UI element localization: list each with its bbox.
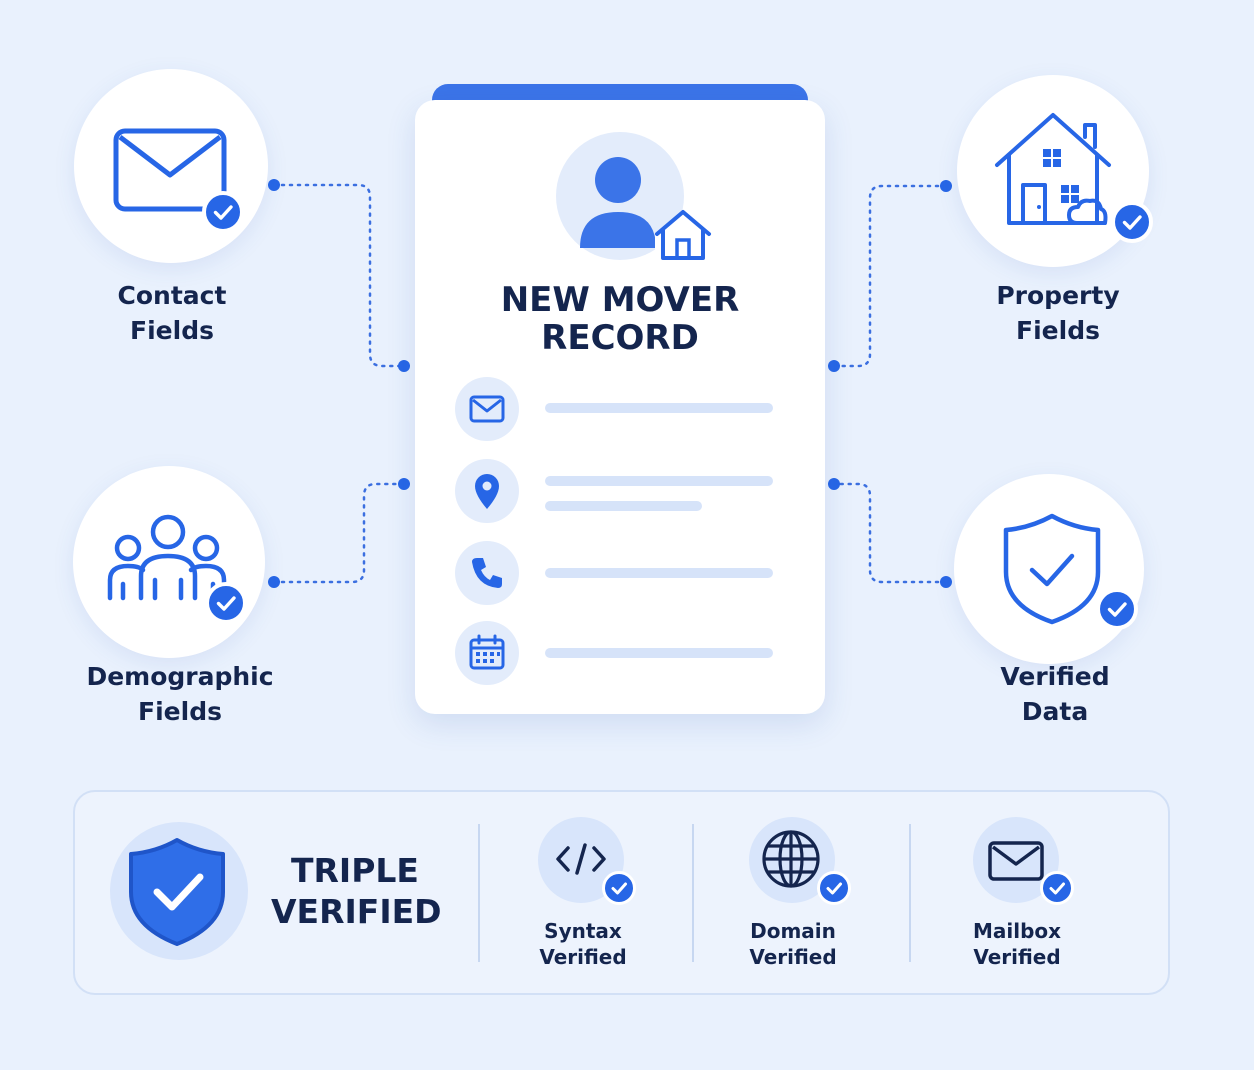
user-icon <box>580 157 656 248</box>
globe-icon <box>762 830 820 888</box>
property-node-circle <box>957 75 1153 267</box>
check-badge-icon <box>602 871 636 905</box>
envelope-icon <box>455 377 519 441</box>
check-badge-icon <box>1040 871 1074 905</box>
check-badge-icon <box>817 871 851 905</box>
verified-node-circle <box>954 474 1144 664</box>
shield-check-icon <box>129 838 225 946</box>
location-pin-icon <box>455 459 519 523</box>
house-icon <box>995 113 1111 225</box>
divider <box>692 824 694 962</box>
envelope-icon <box>988 841 1044 881</box>
house-badge-icon <box>655 210 711 260</box>
new-mover-record-card: NEW MOVER RECORD <box>415 100 825 714</box>
calendar-icon <box>455 621 519 685</box>
check-badge-icon <box>205 582 247 624</box>
phone-icon <box>455 541 519 605</box>
envelope-icon <box>113 128 227 212</box>
address-field-bar <box>545 476 773 486</box>
domain-check-circle <box>749 817 835 903</box>
phone-field-bar <box>545 568 773 578</box>
people-group-icon <box>107 514 227 601</box>
shield-badge <box>110 822 248 960</box>
contact-node-circle <box>74 69 268 263</box>
check-badge-icon <box>1111 201 1153 243</box>
check-badge-icon <box>202 191 244 233</box>
date-field-bar <box>545 648 773 658</box>
card-title-line1: NEW MOVER <box>500 280 740 320</box>
divider <box>909 824 911 962</box>
email-field-bar <box>545 403 773 413</box>
check-badge-icon <box>1096 588 1138 630</box>
code-icon <box>556 843 606 875</box>
shield-check-icon <box>1003 513 1101 625</box>
address-field-bar-secondary <box>545 501 702 511</box>
demographic-node-circle <box>73 466 265 658</box>
divider <box>478 824 480 962</box>
card-title-line2: RECORD <box>541 318 699 358</box>
